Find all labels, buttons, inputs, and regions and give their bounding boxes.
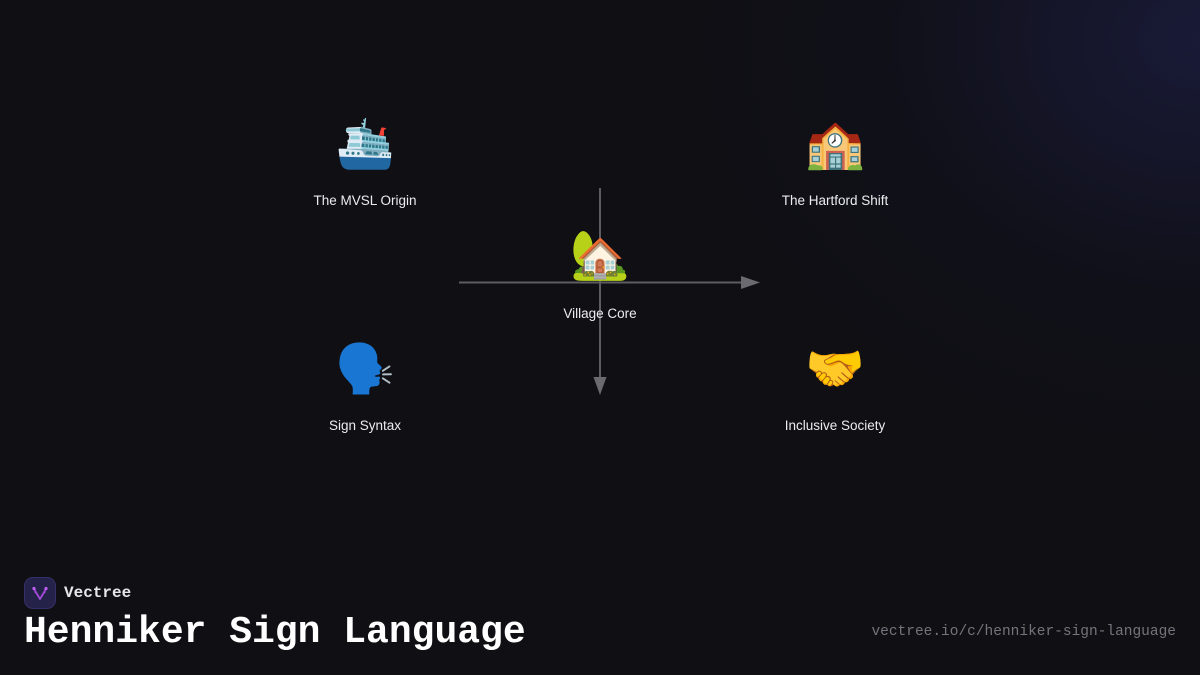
house-with-garden-icon: 🏡	[570, 229, 630, 282]
brand-name: Vectree	[64, 584, 132, 602]
speaking-head-icon: 🗣️	[335, 343, 395, 396]
node-label: Village Core	[563, 306, 637, 321]
school-icon: 🏫	[805, 118, 865, 171]
node-mvsl-origin[interactable]: 🛳️ The MVSL Origin	[265, 115, 465, 208]
page-title: Henniker Sign Language	[24, 611, 526, 654]
vectree-logo-icon	[24, 577, 56, 609]
node-label: Inclusive Society	[784, 418, 886, 433]
node-label: The Hartford Shift	[781, 193, 889, 208]
handshake-icon: 🤝	[805, 343, 865, 396]
vertical-axis-arrow	[593, 188, 607, 395]
horizontal-axis-arrow	[459, 276, 760, 289]
brand[interactable]: Vectree	[24, 577, 131, 609]
node-label: Sign Syntax	[328, 418, 402, 433]
node-hartford-shift[interactable]: 🏫 The Hartford Shift	[735, 115, 935, 208]
ship-icon: 🛳️	[335, 118, 395, 171]
node-inclusive-society[interactable]: 🤝 Inclusive Society	[735, 340, 935, 433]
node-label: The MVSL Origin	[313, 193, 417, 208]
page-url-link[interactable]: vectree.io/c/henniker-sign-language	[871, 624, 1176, 640]
node-sign-syntax[interactable]: 🗣️ Sign Syntax	[265, 340, 465, 433]
node-village-core[interactable]: 🏡 Village Core	[500, 226, 700, 321]
